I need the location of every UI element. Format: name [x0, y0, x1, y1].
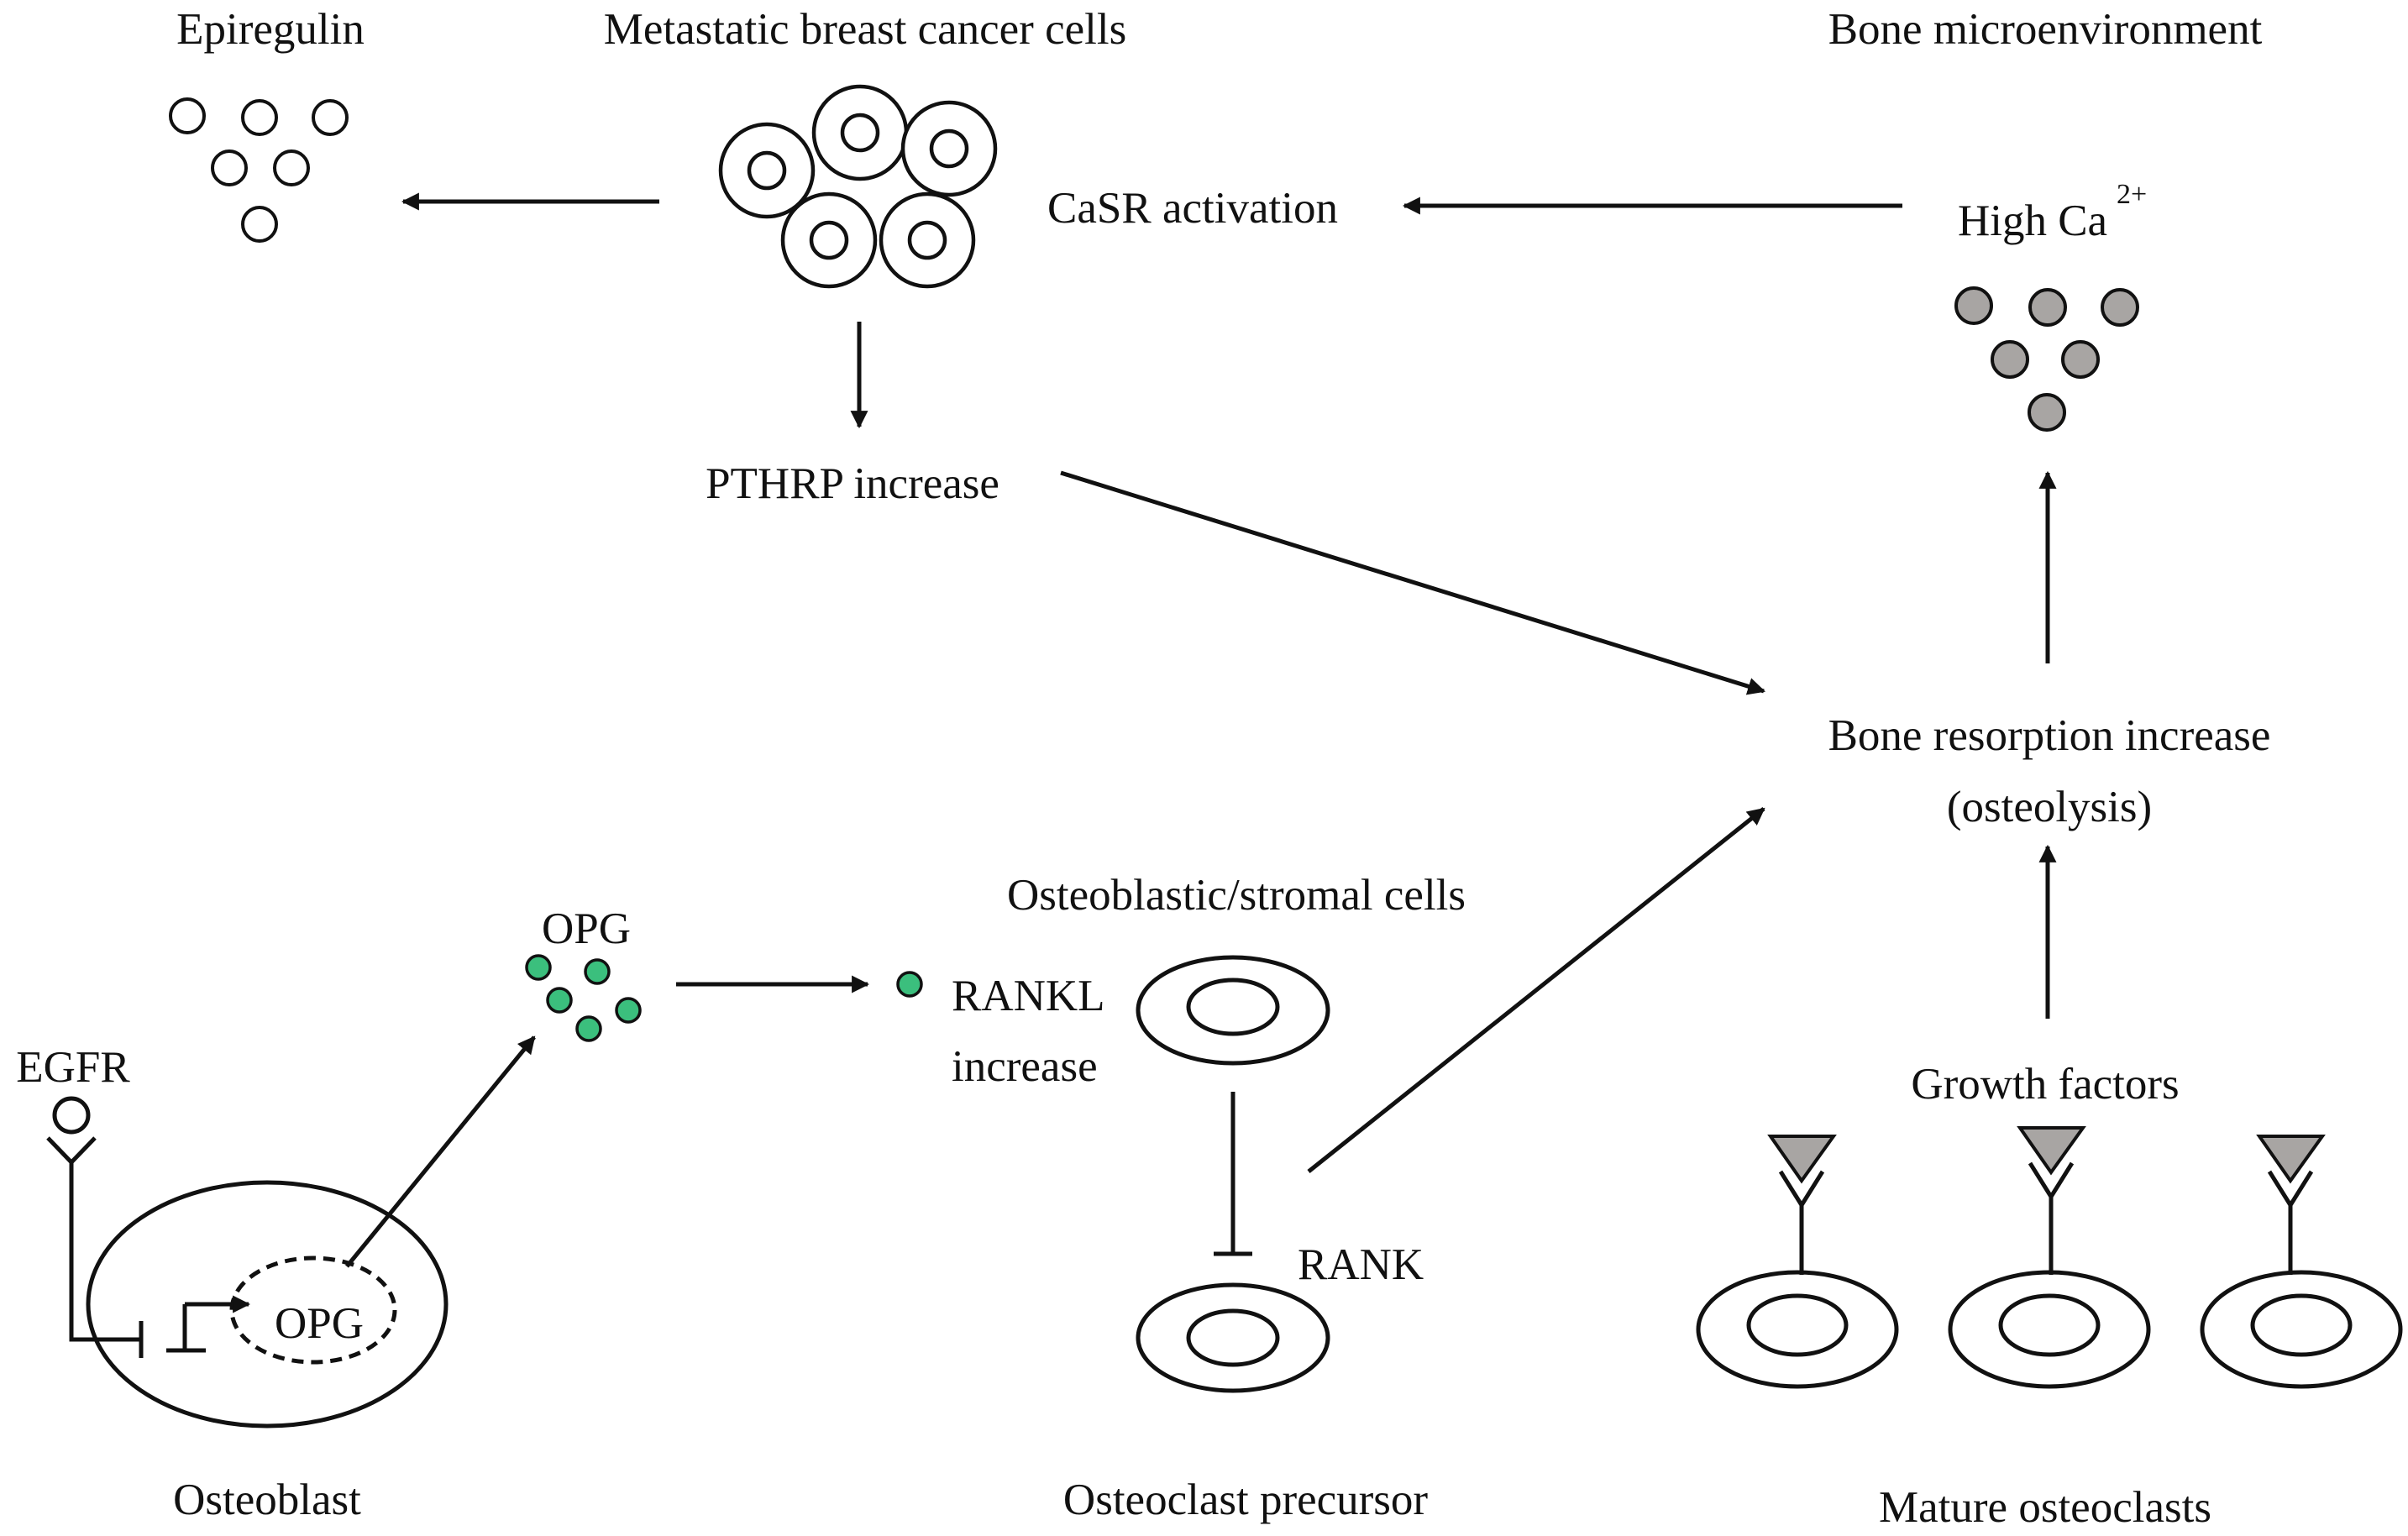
epiregulin-molecule — [241, 99, 278, 136]
cancer-cell — [718, 122, 816, 219]
growth-factor-triangle — [1767, 1135, 1837, 1184]
bone-resorption-label: Bone resorption increase — [1828, 711, 2271, 760]
calcium-ion — [1954, 286, 1993, 325]
epiregulin-label: Epiregulin — [176, 5, 365, 54]
osteoblast-cell — [86, 1180, 449, 1429]
cancer-cell — [811, 84, 909, 181]
osteoblast-label: Osteoblast — [173, 1476, 361, 1524]
opg-gene-label: OPG — [275, 1299, 364, 1348]
osteolysis-label: (osteolysis) — [1947, 783, 2152, 831]
bone-microenvironment-label: Bone microenvironment — [1828, 5, 2263, 54]
metastatic-cell-cluster — [718, 84, 998, 289]
epiregulin-molecule — [273, 149, 310, 186]
growth-factor-triangle — [2017, 1126, 2086, 1176]
opg-molecule — [525, 954, 552, 981]
arrow-pthrp-to-resorption — [1060, 470, 1766, 695]
cancer-cell — [879, 191, 976, 289]
opg-molecule — [575, 1015, 602, 1042]
mature-osteoclasts-label: Mature osteoclasts — [1879, 1483, 2211, 1532]
osteoblast-nucleus — [229, 1256, 397, 1365]
opg-molecules — [525, 954, 642, 1042]
rank-label: RANK — [1298, 1240, 1424, 1289]
egfr-label: EGFR — [16, 1043, 130, 1092]
egfr-receptor — [46, 1096, 144, 1358]
osteoclast-precursor-label: Osteoclast precursor — [1063, 1476, 1428, 1524]
calcium-ions — [1954, 286, 2139, 432]
pthrp-increase-label: PTHRP increase — [706, 459, 999, 508]
calcium-ion — [1991, 340, 2029, 379]
epiregulin-molecule — [169, 97, 206, 134]
growth-factors-label: Growth factors — [1911, 1060, 2179, 1109]
rankl-inhibition-line — [1214, 1092, 1252, 1256]
epiregulin-molecule — [211, 149, 248, 186]
cancer-cell — [900, 100, 998, 197]
osteoblastic-stromal-label: Osteoblastic/stromal cells — [1007, 871, 1466, 920]
mature-osteoclast — [1696, 1135, 1899, 1389]
epiregulin-molecule — [241, 206, 278, 243]
epiregulin-molecules — [169, 97, 349, 243]
opg-molecule — [584, 958, 611, 985]
opg-molecule — [546, 987, 573, 1014]
cancer-cell — [780, 191, 878, 289]
casr-activation-label: CaSR activation — [1047, 184, 1338, 233]
growth-factor-triangle — [2256, 1135, 2326, 1184]
calcium-ion — [2028, 393, 2066, 432]
mature-osteoclast — [2200, 1135, 2403, 1389]
high-ca-label: High Ca — [1958, 197, 2107, 245]
rankl-molecule — [896, 971, 923, 998]
opg-molecule — [615, 997, 642, 1024]
high-ca-charge-label: 2+ — [2117, 179, 2147, 210]
calcium-ion — [2101, 288, 2139, 327]
epiregulin-molecule — [312, 99, 349, 136]
rankl-increase-label: increase — [952, 1042, 1098, 1091]
rankl-label: RANKL — [952, 972, 1105, 1020]
arrow-osteoblast-to-opg — [345, 1035, 536, 1268]
opg-promoter — [166, 1295, 251, 1353]
arrow-precursor-to-resorption — [1307, 807, 1765, 1173]
calcium-ion — [2061, 340, 2100, 379]
osteoclast-precursor-cell — [1136, 1282, 1330, 1393]
mature-osteoclast — [1948, 1126, 2151, 1389]
stromal-cell — [1136, 955, 1330, 1066]
opg-secreted-label: OPG — [542, 904, 631, 953]
calcium-ion — [2028, 288, 2067, 327]
metastatic-cells-label: Metastatic breast cancer cells — [604, 5, 1126, 54]
